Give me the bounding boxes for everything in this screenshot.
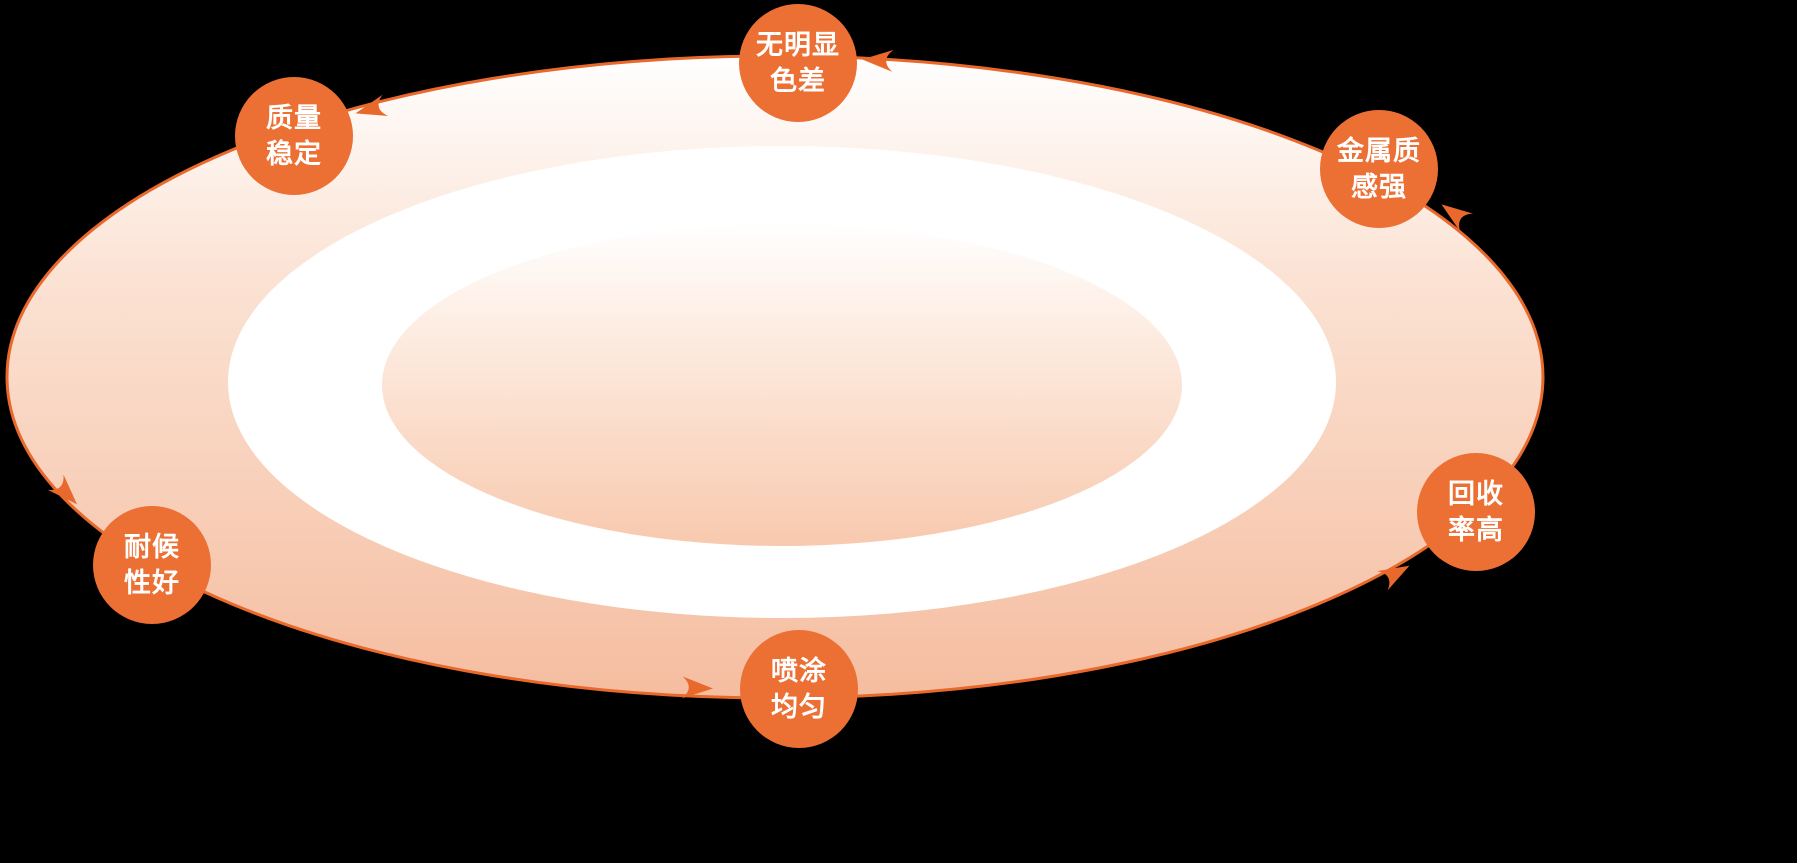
badge-label-line: 喷涂: [771, 655, 827, 686]
badge-label-line: 回收: [1448, 478, 1504, 509]
badge-high-recovery-rate: 回收 率高: [1417, 453, 1535, 571]
flow-arrow-icon: [47, 474, 78, 505]
inner-ellipse: [382, 224, 1182, 546]
badge-strong-metallic-texture: 金属质 感强: [1320, 110, 1438, 228]
flow-arrow-icon: [1441, 204, 1474, 232]
badge-no-visible-color-difference: 无明显 色差: [739, 4, 857, 122]
badge-label-line: 均匀: [771, 692, 827, 722]
flow-arrow-icon: [862, 49, 894, 72]
badge-label-line: 率高: [1448, 515, 1504, 545]
badge-label-line: 感强: [1351, 172, 1407, 202]
badge-even-spraying: 喷涂 均匀: [740, 630, 858, 748]
badge-label-line: 性好: [124, 568, 180, 598]
badge-label-line: 无明显: [756, 29, 840, 60]
badge-label-line: 色差: [770, 66, 826, 96]
badge-label-line: 质量: [266, 102, 322, 133]
badge-label-line: 稳定: [266, 139, 322, 169]
badge-stable-quality: 质量 稳定: [235, 77, 353, 195]
badge-label-line: 耐候: [124, 531, 180, 562]
flow-arrow-icon: [355, 94, 389, 116]
badge-good-weather-resistance: 耐候 性好: [93, 506, 211, 624]
flow-arrow-icon: [681, 676, 713, 699]
badge-label-line: 金属质: [1337, 135, 1421, 166]
flow-arrow-icon: [1376, 565, 1410, 591]
